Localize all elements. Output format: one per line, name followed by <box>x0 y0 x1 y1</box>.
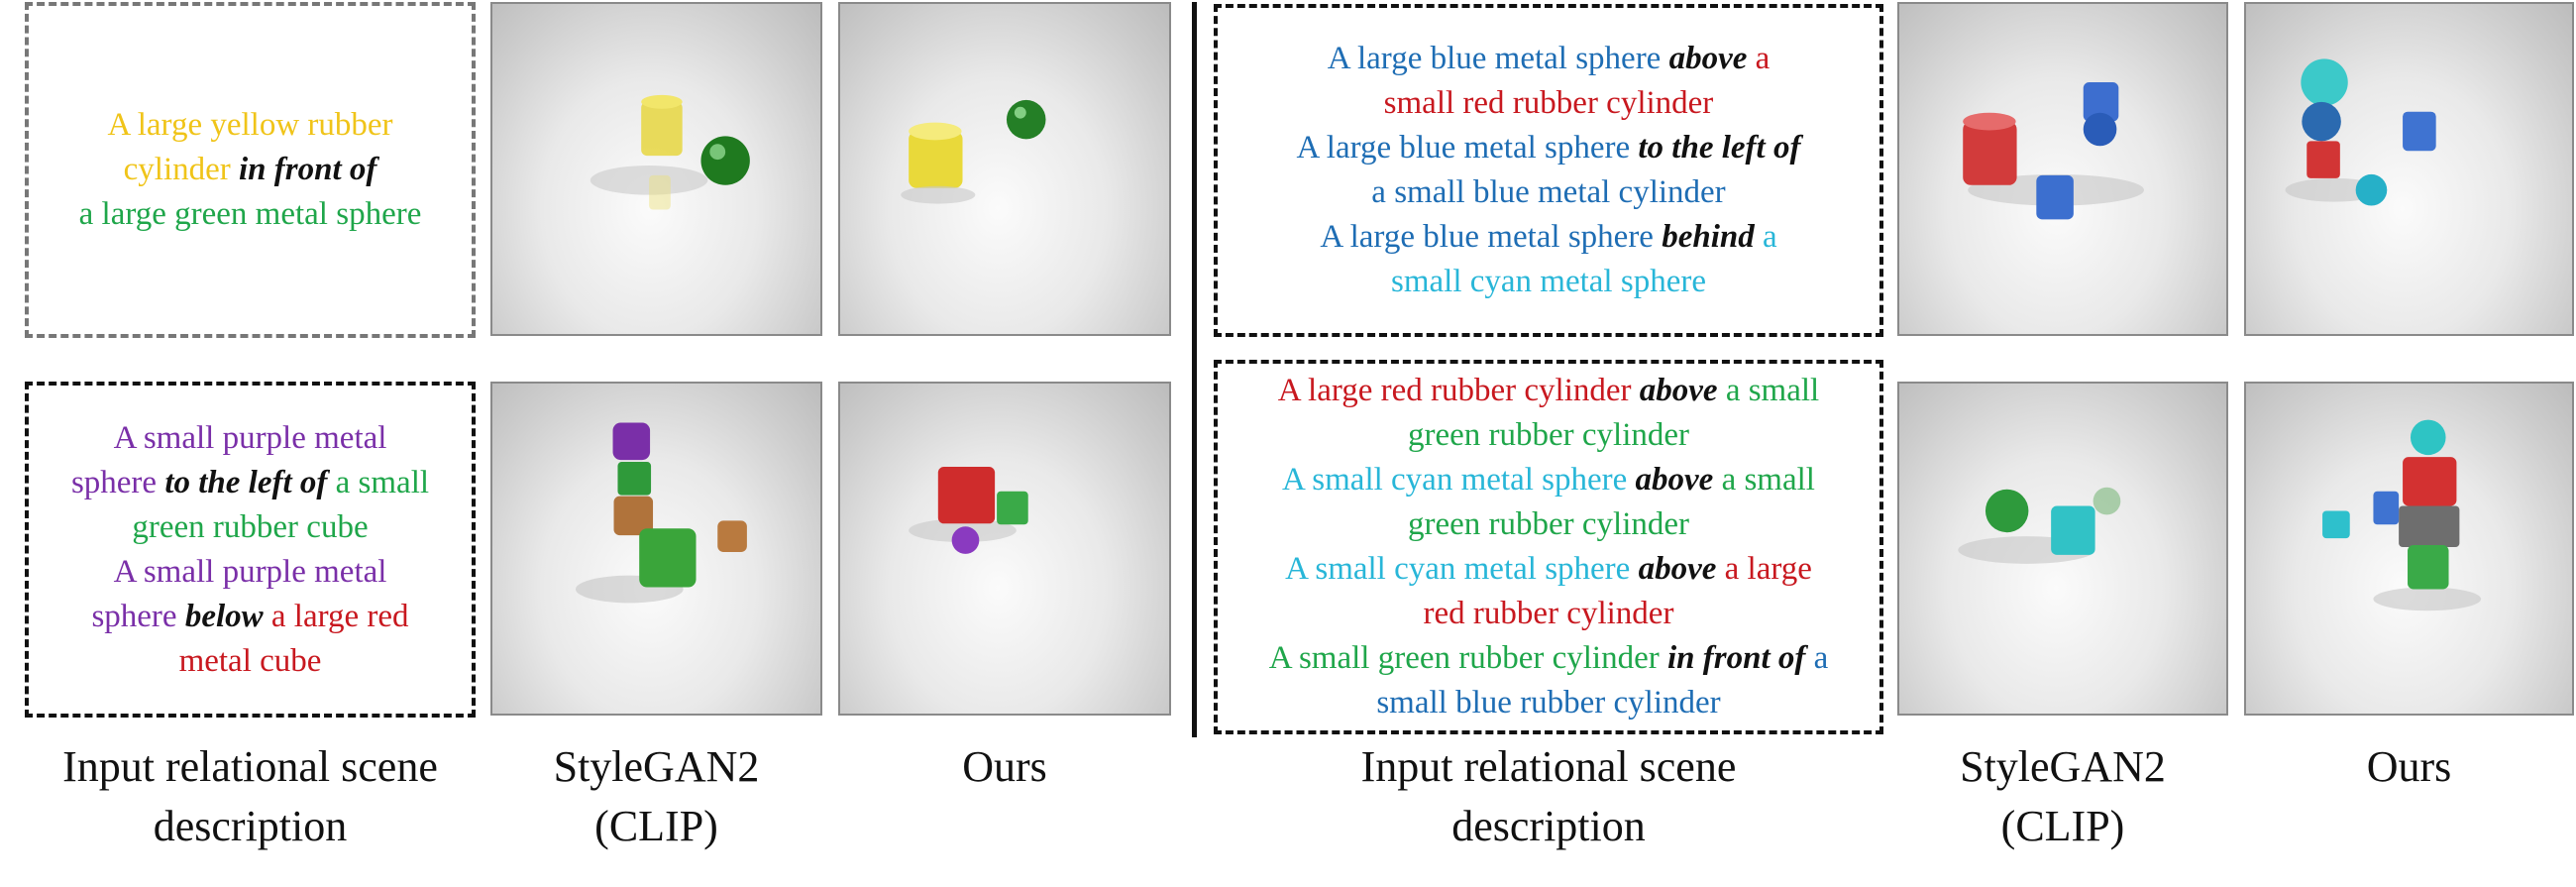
description-line: A large yellow rubber <box>107 103 392 148</box>
description-line: A small cyan metal sphere above a small <box>1282 458 1815 502</box>
description-line: a small blue metal cylinder <box>1371 170 1725 215</box>
description-box-4: A large red rubber cylinder above a smal… <box>1214 360 1883 734</box>
description-text: red rubber cylinder <box>1423 596 1674 631</box>
description-line: a large green metal sphere <box>79 192 422 237</box>
description-line: small cyan metal sphere <box>1391 260 1706 304</box>
description-text: sphere <box>70 464 165 500</box>
description-line: sphere below a large red <box>91 595 408 639</box>
caption-input-right: Input relational scene description <box>1214 737 1883 856</box>
caption-input-left-line1: Input relational scene <box>62 742 438 791</box>
description-line: small blue rubber cylinder <box>1376 681 1720 725</box>
relation-keyword: to the left of <box>164 464 328 500</box>
stylegan2-image-2 <box>490 382 822 716</box>
caption-ours-left: Ours <box>838 737 1171 797</box>
description-text: small cyan metal sphere <box>1391 264 1706 299</box>
description-line: green rubber cylinder <box>1408 502 1689 547</box>
caption-input-left: Input relational scene description <box>20 737 481 856</box>
description-text: green rubber cylinder <box>1407 506 1690 542</box>
relation-keyword: above <box>1638 551 1717 587</box>
description-text: A large blue metal sphere <box>1320 219 1663 255</box>
relation-keyword: above <box>1635 462 1714 498</box>
description-text: small red rubber cylinder <box>1383 85 1714 121</box>
description-text: a small blue metal cylinder <box>1371 174 1726 210</box>
relation-keyword: in front of <box>239 152 377 187</box>
description-line: cylinder in front of <box>124 148 377 192</box>
caption-stylegan2-right-line1: StyleGAN2 <box>1960 742 2166 791</box>
caption-stylegan2-left: StyleGAN2 (CLIP) <box>490 737 822 856</box>
description-text: metal cube <box>178 642 322 679</box>
description-line: A small cyan metal sphere above a large <box>1285 547 1812 592</box>
description-text: green rubber cube <box>132 508 369 545</box>
description-text: A large yellow rubber <box>107 107 393 143</box>
description-text: sphere <box>91 598 185 634</box>
description-text: A small purple metal <box>113 553 387 590</box>
description-line: A small green rubber cylinder in front o… <box>1269 636 1829 681</box>
description-line: A small purple metal <box>114 550 387 595</box>
description-line: green rubber cube <box>132 505 368 550</box>
ours-image-1 <box>838 2 1171 336</box>
description-text: a small <box>327 464 430 500</box>
description-text: a <box>1754 219 1777 255</box>
description-text: green rubber cylinder <box>1407 417 1690 453</box>
description-text: a small <box>1713 462 1815 498</box>
description-line: A large blue metal sphere behind a <box>1320 215 1776 260</box>
relation-keyword: below <box>184 598 264 634</box>
caption-input-left-line2: description <box>153 802 348 850</box>
caption-stylegan2-left-line1: StyleGAN2 <box>553 742 760 791</box>
stylegan2-image-3 <box>1897 2 2228 336</box>
relation-keyword: above <box>1639 373 1718 408</box>
description-line: green rubber cylinder <box>1408 413 1689 458</box>
description-text: A large blue metal sphere <box>1296 130 1639 166</box>
relation-keyword: in front of <box>1667 640 1806 676</box>
description-box-2: A small purple metal sphere to the left o… <box>25 382 476 718</box>
caption-stylegan2-right: StyleGAN2 (CLIP) <box>1897 737 2228 856</box>
ours-image-2 <box>838 382 1171 716</box>
stylegan2-image-4 <box>1897 382 2228 716</box>
description-text: A small purple metal <box>113 419 387 456</box>
ours-image-3 <box>2244 2 2574 336</box>
description-line: A large blue metal sphere to the left of <box>1297 126 1801 170</box>
description-text: a large green metal sphere <box>78 196 422 232</box>
section-divider <box>1192 2 1197 737</box>
description-line: metal cube <box>179 639 322 684</box>
description-line: A large red rubber cylinder above a smal… <box>1278 369 1819 413</box>
description-line: small red rubber cylinder <box>1384 81 1714 126</box>
description-line: red rubber cylinder <box>1424 592 1674 636</box>
description-text: cylinder <box>123 152 239 187</box>
description-text: A large blue metal sphere <box>1327 41 1669 76</box>
description-text: A large red rubber cylinder <box>1277 373 1640 408</box>
description-text: a large <box>1716 551 1812 587</box>
caption-ours-right: Ours <box>2244 737 2574 797</box>
description-line: A large blue metal sphere above a <box>1328 37 1771 81</box>
description-line: sphere to the left of a small <box>71 461 429 505</box>
description-text: a <box>1747 41 1771 76</box>
description-box-3: A large blue metal sphere above a small r… <box>1214 4 1883 337</box>
stylegan2-image-1 <box>490 2 822 336</box>
caption-stylegan2-right-line2: (CLIP) <box>2000 802 2125 850</box>
caption-input-right-line2: description <box>1451 802 1646 850</box>
caption-ours-left-line1: Ours <box>962 742 1047 791</box>
description-text: A small green rubber cylinder <box>1268 640 1667 676</box>
caption-ours-right-line1: Ours <box>2366 742 2452 791</box>
ours-image-4 <box>2244 382 2574 716</box>
description-text: A small cyan metal sphere <box>1285 551 1639 587</box>
relation-keyword: to the left of <box>1638 130 1801 166</box>
relation-keyword: behind <box>1662 219 1755 255</box>
description-text: a small <box>1717 373 1820 408</box>
description-line: A small purple metal <box>114 416 387 461</box>
relation-keyword: above <box>1668 41 1748 76</box>
description-text: small blue rubber cylinder <box>1376 685 1721 721</box>
description-text: a large red <box>263 598 409 634</box>
caption-input-right-line1: Input relational scene <box>1360 742 1737 791</box>
description-text: a <box>1805 640 1829 676</box>
description-text: A small cyan metal sphere <box>1282 462 1636 498</box>
caption-stylegan2-left-line2: (CLIP) <box>594 802 718 850</box>
description-box-1: A large yellow rubber cylinder in front o… <box>25 2 476 338</box>
